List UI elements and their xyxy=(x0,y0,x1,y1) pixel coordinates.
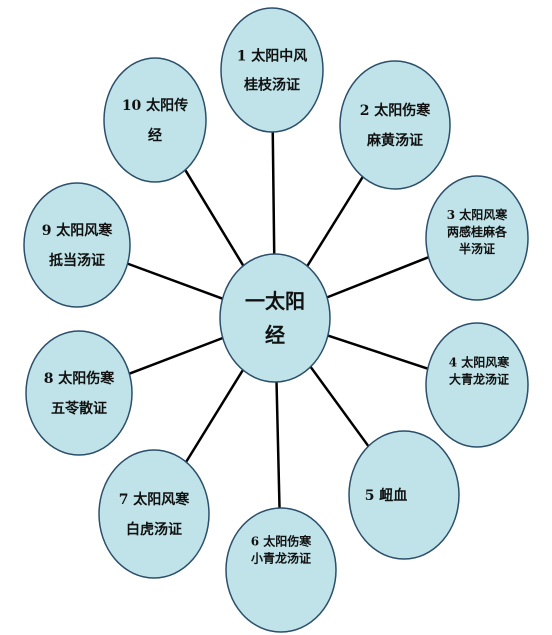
connector-n9 xyxy=(127,262,224,300)
connector-lines xyxy=(127,131,429,509)
node-label-n6-line1: 6 太阳伤寒 xyxy=(251,534,312,549)
node-ellipse-n9 xyxy=(23,182,131,308)
connector-n10 xyxy=(184,169,245,267)
node-label-n3-line1: 3 太阳风寒 xyxy=(447,207,508,222)
node-ellipse-n3 xyxy=(425,175,529,301)
node-ellipse-n1 xyxy=(220,7,324,133)
node-label-n2-line1: 2 太阳伤寒 xyxy=(360,102,432,119)
node-label-n1-line1: 1 太阳中风 xyxy=(237,47,308,64)
connector-n4 xyxy=(327,334,429,370)
node-ellipse-center xyxy=(219,253,331,383)
node-ellipse-n2 xyxy=(339,60,451,190)
node-label-n9-line1: 9 太阳风寒 xyxy=(42,222,114,239)
connector-n1 xyxy=(271,131,276,255)
node-label-n2-line2: 麻黄汤证 xyxy=(366,132,423,149)
node-label-n3-line2: 两感桂麻各 xyxy=(447,224,508,239)
node-ellipse-n5 xyxy=(348,430,460,560)
node-ellipse-n10 xyxy=(103,57,207,183)
connector-n6 xyxy=(275,381,281,509)
connector-n2 xyxy=(306,176,364,267)
node-n5: 5 衄血 xyxy=(348,430,460,560)
node-label-n5-line1: 5 衄血 xyxy=(365,487,408,504)
node-label-n8-line1: 8 太阳伤寒 xyxy=(44,370,116,387)
node-label-n10-line2: 经 xyxy=(148,127,162,144)
node-label-n8-line2: 五苓散证 xyxy=(51,400,107,417)
node-label-n4-line1: 4 太阳风寒 xyxy=(449,355,510,370)
node-ellipse-n4 xyxy=(425,322,529,448)
node-ellipse-n7 xyxy=(98,449,210,579)
connector-n5 xyxy=(309,366,370,447)
node-ellipse-n6 xyxy=(225,507,337,633)
connector-n7 xyxy=(185,369,244,463)
node-label-center-line2: 经 xyxy=(265,323,285,347)
node-ellipse-n8 xyxy=(25,330,133,456)
connector-n8 xyxy=(128,336,224,375)
node-label-n7-line1: 7 太阳风寒 xyxy=(119,491,191,508)
node-label-n4-line2: 大青龙汤证 xyxy=(449,372,509,387)
node-label-n6-line2: 小青龙汤证 xyxy=(251,551,311,566)
node-label-n7-line2: 白虎汤证 xyxy=(126,521,182,538)
node-label-center-line1: 一太阳 xyxy=(245,289,305,313)
node-label-n10-line1: 10 太阳传 xyxy=(122,97,188,114)
node-label-n9-line2: 抵当汤证 xyxy=(49,252,105,269)
node-label-n3-line3: 半汤证 xyxy=(459,241,495,256)
connector-n3 xyxy=(326,256,429,299)
node-label-n1-line2: 桂枝汤证 xyxy=(243,76,300,93)
